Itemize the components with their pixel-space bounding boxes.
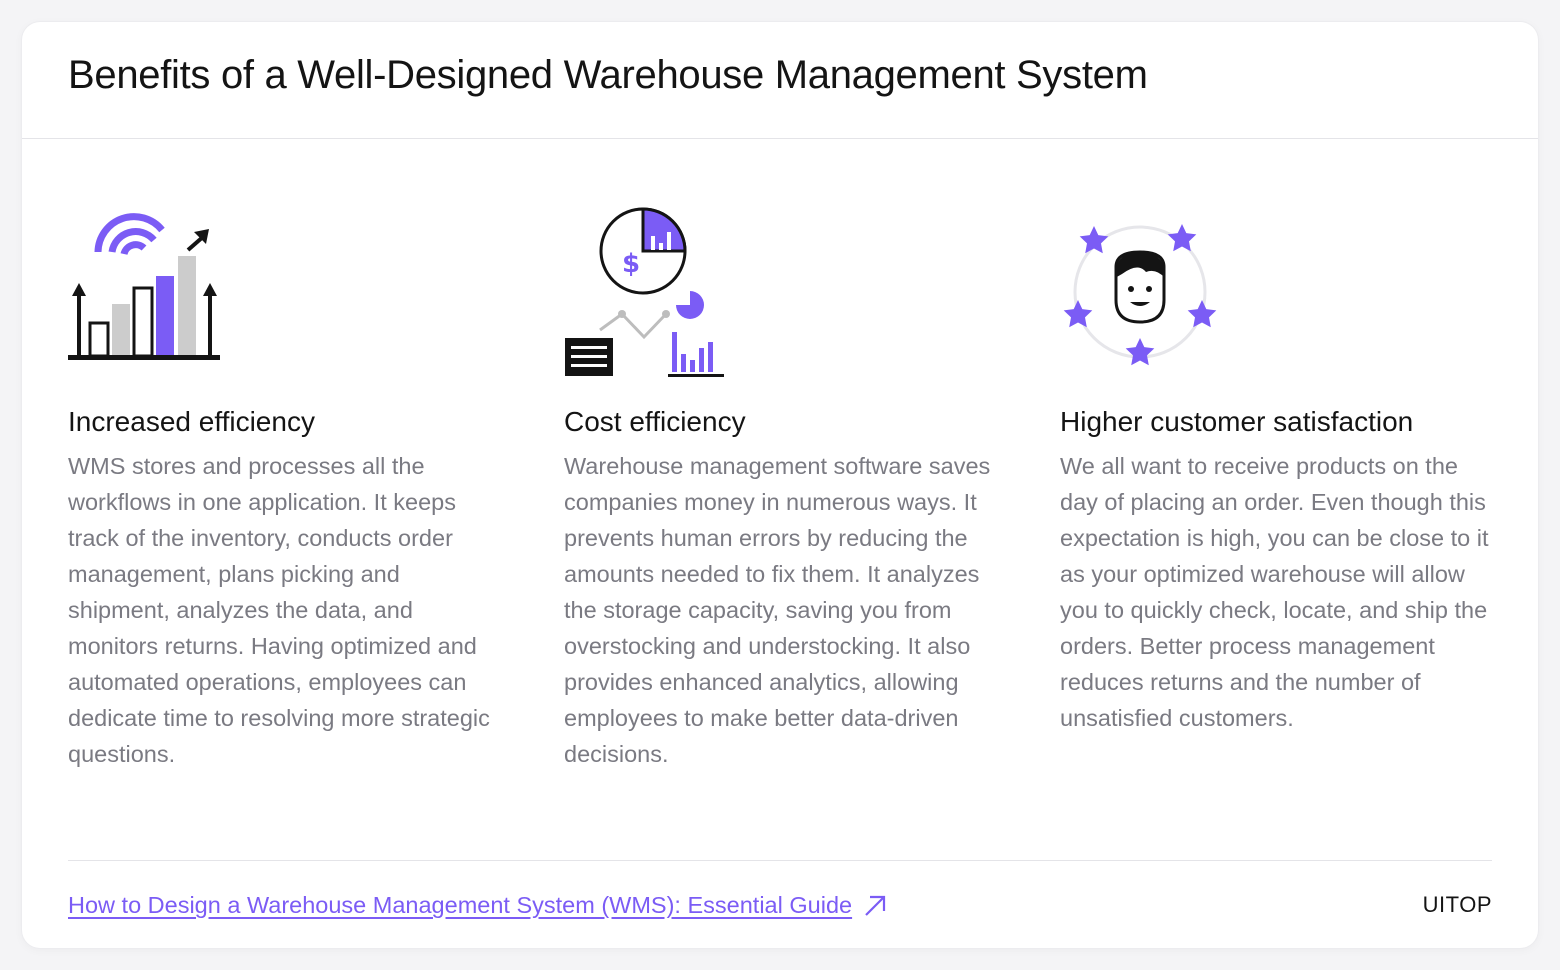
svg-text:$: $	[622, 249, 640, 279]
benefit-item: $ Cost efficiency W	[564, 182, 1060, 772]
guide-link-label: How to Design a Warehouse Management Sys…	[68, 892, 853, 918]
benefits-card: Benefits of a Well-Designed Warehouse Ma…	[22, 22, 1538, 948]
benefit-text: We all want to receive products on the d…	[1060, 453, 1489, 731]
benefit-text: Warehouse management software saves comp…	[564, 453, 991, 767]
growth-chart-icon	[68, 213, 220, 360]
page-title: Benefits of a Well-Designed Warehouse Ma…	[68, 52, 1148, 97]
benefit-heading: Increased efficiency	[68, 406, 315, 437]
benefit-text: WMS stores and processes all the workflo…	[68, 453, 490, 767]
benefit-item: Increased efficiency WMS stores and proc…	[68, 182, 564, 772]
benefits-list: Increased efficiency WMS stores and proc…	[68, 182, 1556, 772]
benefit-heading: Cost efficiency	[564, 406, 746, 437]
benefit-heading: Higher customer satisfaction	[1060, 406, 1414, 437]
customer-stars-icon	[1063, 224, 1217, 366]
guide-link[interactable]: How to Design a Warehouse Management Sys…	[68, 892, 888, 919]
brand-logo-text: UITOP	[1422, 891, 1492, 917]
card-footer: How to Design a Warehouse Management Sys…	[68, 860, 1492, 948]
cost-analytics-icon: $	[565, 207, 724, 377]
card-header: Benefits of a Well-Designed Warehouse Ma…	[22, 22, 1538, 139]
arrow-up-right-icon	[865, 895, 886, 916]
benefit-item: Higher customer satisfaction We all want…	[1060, 182, 1556, 772]
